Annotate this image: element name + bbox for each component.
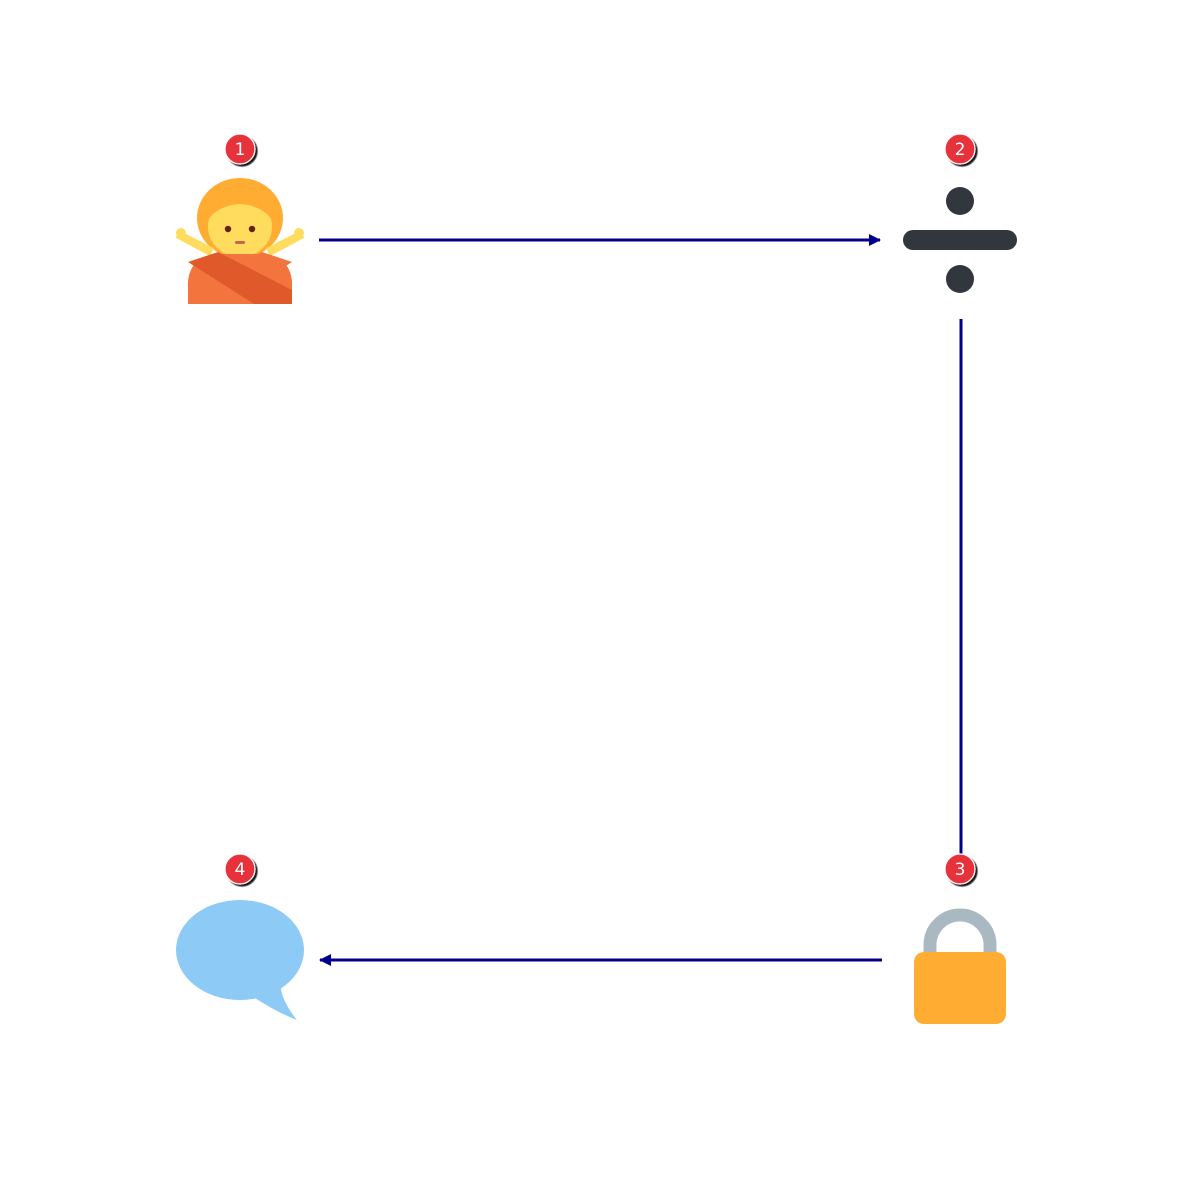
step-number-4: 4 [235, 860, 246, 880]
step-badge-3: 3 [944, 853, 976, 885]
node-1: 1 [176, 133, 304, 304]
node-3: 3 [914, 853, 1006, 1024]
no-gesture-person-icon [176, 178, 304, 304]
padlock-icon [914, 908, 1006, 1024]
step-badge-4: 4 [224, 853, 256, 885]
connectors [319, 234, 963, 966]
node-2: 2 [903, 133, 1017, 293]
step-badge-2: 2 [944, 133, 976, 165]
division-sign-icon [903, 187, 1017, 293]
speech-bubble-icon [176, 900, 304, 1020]
step-badge-1: 1 [224, 133, 256, 165]
step-number-1: 1 [235, 140, 246, 160]
node-4: 4 [176, 853, 304, 1020]
step-number-2: 2 [955, 140, 966, 160]
step-number-3: 3 [955, 860, 966, 880]
